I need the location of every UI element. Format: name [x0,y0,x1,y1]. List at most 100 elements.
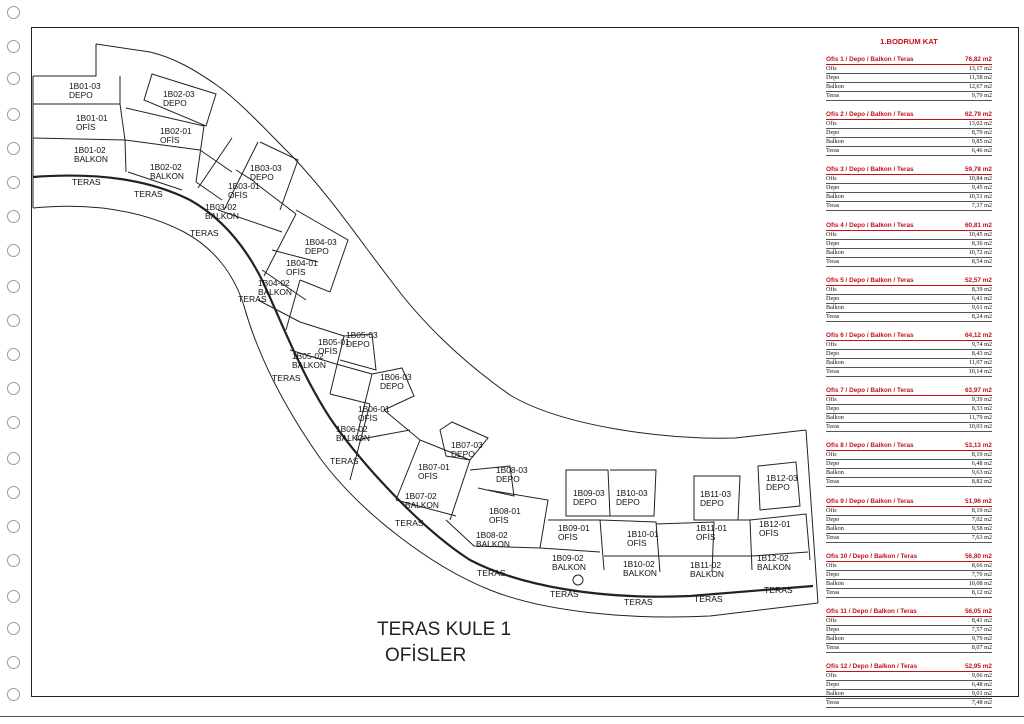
area-row-value: 8,82 m2 [971,478,992,486]
room-dividers [32,73,811,573]
office-area-title: Ofis 12 / Depo / Balkon / Teras [826,663,918,671]
area-row-label: Depo [826,681,840,689]
office-area-row: Balkon 10,72 m2 [826,249,992,258]
area-row-value: 9,39 m2 [971,396,992,404]
office-area-title: Ofis 7 / Depo / Balkon / Teras [826,387,914,395]
office-area-title: Ofis 9 / Depo / Balkon / Teras [826,497,914,505]
office-area-title: Ofis 5 / Depo / Balkon / Teras [826,276,914,284]
area-row-label: Teras [826,699,840,707]
office-area-row: Balkon 9,61 m2 [826,304,992,313]
office-area-title: Ofis 4 / Depo / Balkon / Teras [826,221,914,229]
office-area-header: Ofis 7 / Depo / Balkon / Teras 63,97 m2 [826,386,992,397]
page-bottom-rule [0,716,1024,717]
teras-label: TERAS [190,228,219,238]
area-table-heading: 1.BODRUM KAT [880,37,938,46]
office-area-title: Ofis 6 / Depo / Balkon / Teras [826,331,914,339]
area-row-label: Depo [826,405,840,413]
area-table: 1.BODRUM KAT Ofis 1 / Depo / Balkon / Te… [826,37,992,709]
area-row-label: Ofis [826,451,837,459]
binder-hole [7,314,20,327]
area-row-label: Ofis [826,506,837,514]
area-row-value: 8,19 m2 [971,506,992,514]
terrace-outer-edge [32,205,819,618]
office-area-row: Ofis 8,19 m2 [826,507,992,516]
area-row-value: 10,72 m2 [968,248,992,256]
building-right-end [805,429,819,604]
office-area-title: Ofis 10 / Depo / Balkon / Teras [826,552,918,560]
area-row-label: Teras [826,92,840,99]
area-row-value: 9,74 m2 [971,340,992,348]
binder-hole [7,486,20,499]
building-left-end [32,44,97,208]
teras-label: TERAS [72,177,101,187]
area-row-label: Depo [826,129,840,137]
teras-label: TERAS [272,373,301,383]
area-row-value: 9,61 m2 [971,303,992,311]
office-area-total: 63,97 m2 [964,387,992,395]
area-row-label: Ofis [826,120,837,128]
area-row-value: 8,66 m2 [971,561,992,569]
area-row-label: Balkon [826,303,844,311]
area-row-label: Balkon [826,248,844,256]
area-row-value: 11,07 m2 [968,358,992,366]
area-row-value: 6,41 m2 [971,294,992,302]
area-row-value: 8,24 m2 [971,312,992,320]
area-row-label: Depo [826,349,840,357]
area-row-label: Ofis [826,616,837,624]
area-row-value: 11,79 m2 [968,414,992,422]
area-row-value: 12,67 m2 [968,83,992,90]
teras-label: TERAS [764,585,793,595]
area-row-value: 7,48 m2 [971,699,992,707]
column-marker [572,574,584,586]
binder-hole [7,554,20,567]
drawing-title: TERAS KULE 1 [377,619,512,640]
office-area-total: 52,57 m2 [964,276,992,284]
area-row-value: 6,48 m2 [971,460,992,468]
area-row-value: 13,17 m2 [968,65,992,72]
office-area-title: Ofis 3 / Depo / Balkon / Teras [826,166,914,174]
area-row-value: 10,45 m2 [968,230,992,238]
binder-hole [7,656,20,669]
area-row-label: Ofis [826,285,837,293]
office-area-title: Ofis 8 / Depo / Balkon / Teras [826,442,914,450]
area-row-label: Ofis [826,340,837,348]
area-row-value: 9,06 m2 [971,672,992,680]
area-row-label: Balkon [826,524,844,532]
